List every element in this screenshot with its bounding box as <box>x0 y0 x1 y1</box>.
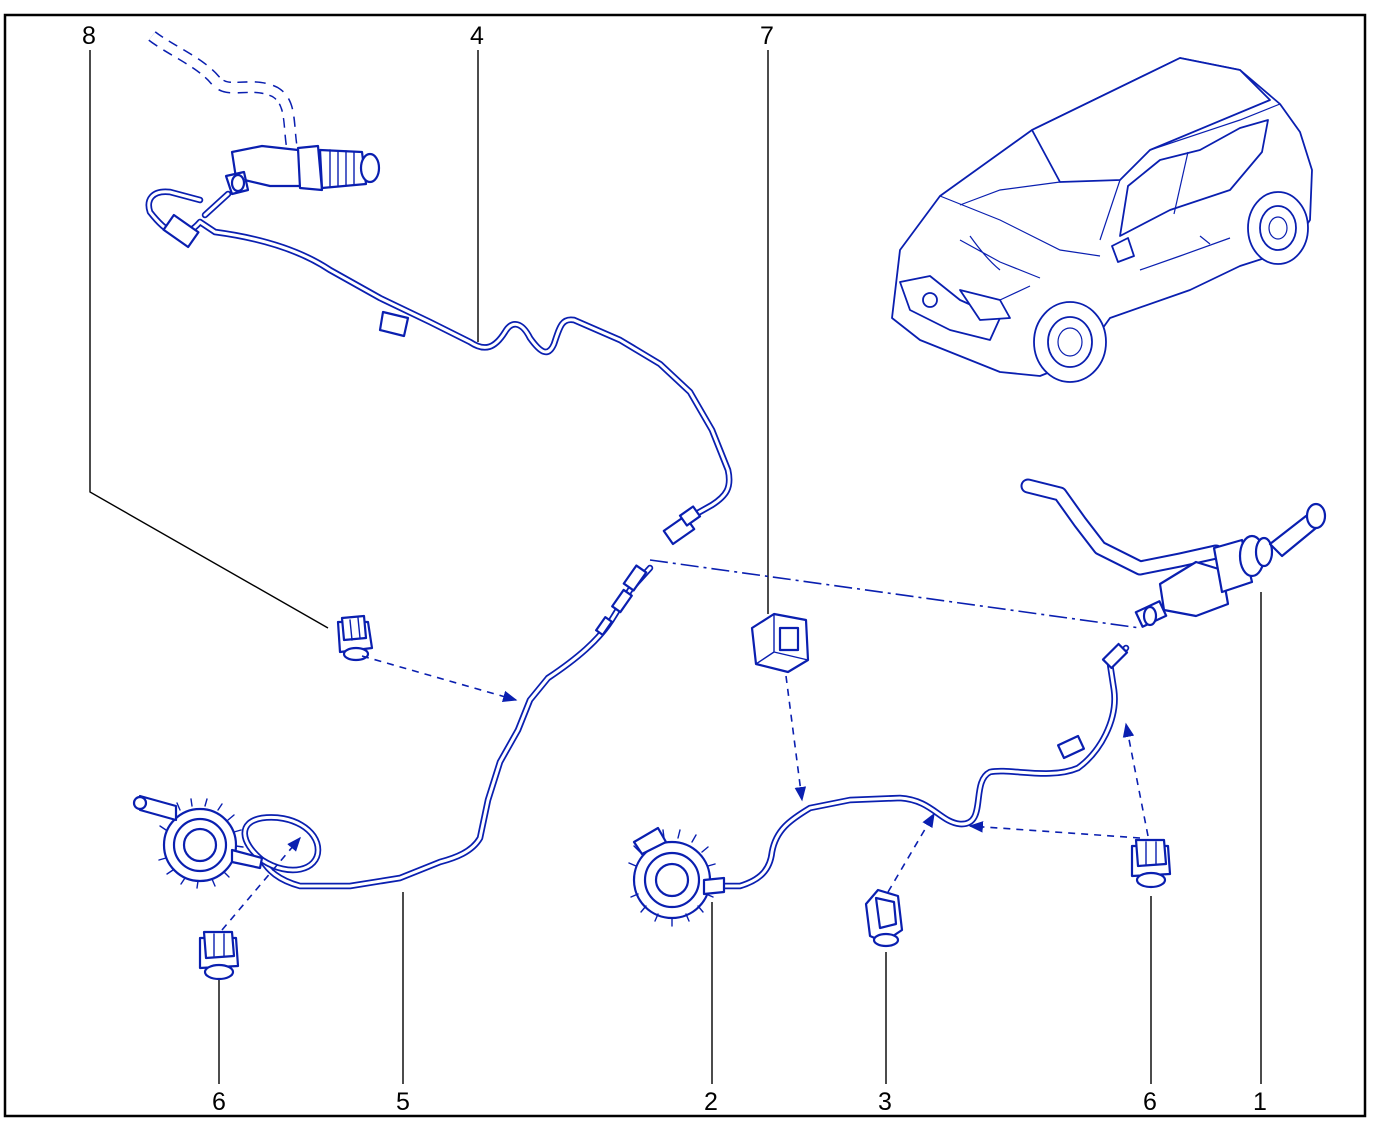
callout-6-left: 6 <box>212 980 226 1116</box>
master-cylinder-top <box>224 144 381 196</box>
clip-3 <box>864 888 904 948</box>
callout-2: 2 <box>704 902 718 1116</box>
diagram-frame <box>3 13 1367 1118</box>
callout-7-label: 7 <box>760 22 774 50</box>
callout-8-label: 8 <box>82 22 96 50</box>
callout-5: 5 <box>396 892 410 1116</box>
reservoir-hose-right <box>1020 478 1224 576</box>
connection-line <box>649 559 1141 629</box>
leader-line-8 <box>89 50 329 629</box>
concentric-slave-cylinder-right <box>628 826 726 927</box>
clip-6-right <box>1130 838 1172 889</box>
callout-3-label: 3 <box>878 1088 892 1116</box>
callout-4: 4 <box>470 22 484 342</box>
arrow-clip3-to-pipe2 <box>887 812 935 893</box>
callout-3: 3 <box>878 952 892 1116</box>
callout-1: 1 <box>1253 592 1267 1116</box>
pipe-4 <box>145 188 733 546</box>
arrow-clip8-to-pipe5 <box>361 655 518 702</box>
concentric-slave-cylinder-left <box>132 794 264 889</box>
callout-4-label: 4 <box>470 22 484 50</box>
callout-6-right: 6 <box>1143 896 1157 1116</box>
pipe-5 <box>241 564 654 890</box>
callout-8: 8 <box>82 22 329 629</box>
callout-1-label: 1 <box>1253 1088 1267 1116</box>
arrow-clip6-to-pipe2-left <box>968 821 1141 839</box>
arrow-clip6-to-pipe2-up <box>1122 722 1149 837</box>
arrow-clip7-to-pipe2 <box>785 675 807 802</box>
master-cylinder-1 <box>1134 502 1327 628</box>
assembly-arrows <box>221 559 1149 931</box>
vehicle-illustration <box>891 57 1313 383</box>
clip-8 <box>336 614 374 662</box>
callout-2-label: 2 <box>704 1088 718 1116</box>
clip-6-left <box>198 930 240 981</box>
callout-6-left-label: 6 <box>212 1088 226 1116</box>
reservoir-hose-ghost <box>148 31 298 150</box>
callout-6-right-label: 6 <box>1143 1088 1157 1116</box>
callout-7: 7 <box>760 22 774 614</box>
pipe-2 <box>714 642 1130 890</box>
callout-5-label: 5 <box>396 1088 410 1116</box>
clip-7 <box>750 612 810 674</box>
